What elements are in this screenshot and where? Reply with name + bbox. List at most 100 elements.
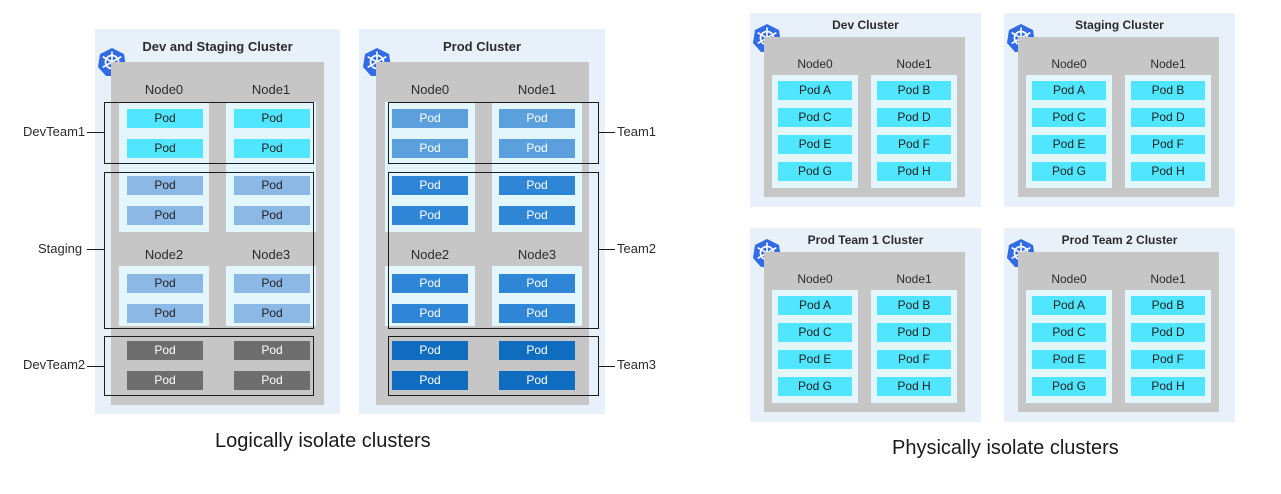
pod: Pod: [499, 274, 575, 293]
pod: Pod: [127, 206, 203, 225]
pod: Pod H: [1131, 377, 1205, 396]
pod: Pod: [392, 139, 468, 158]
node-bg: Pod A Pod C Pod E Pod G: [1026, 75, 1112, 188]
pod: Pod G: [1032, 377, 1106, 396]
pod: Pod: [127, 274, 203, 293]
pod: Pod: [127, 304, 203, 323]
group-box-devteam1: [104, 102, 314, 164]
pod: Pod F: [1131, 135, 1205, 154]
pod: Pod G: [778, 377, 852, 396]
pod: Pod: [234, 139, 310, 158]
pod: Pod E: [778, 135, 852, 154]
cluster-title: Dev Cluster: [832, 18, 899, 32]
pod: Pod: [392, 109, 468, 128]
pod: Pod B: [1131, 296, 1205, 315]
pod: Pod: [499, 304, 575, 323]
pod: Pod: [392, 341, 468, 360]
node-label: Node3: [251, 247, 291, 262]
node-label: Node3: [517, 247, 557, 262]
caption-physical: Physically isolate clusters: [892, 437, 1119, 459]
pod: Pod: [392, 176, 468, 195]
pod: Pod: [234, 341, 310, 360]
pod: Pod E: [1032, 350, 1106, 369]
pod: Pod: [392, 274, 468, 293]
pod: Pod: [234, 109, 310, 128]
group-box-staging: [104, 172, 314, 329]
pod: Pod C: [778, 323, 852, 342]
pod: Pod D: [877, 323, 951, 342]
pod: Pod H: [1131, 162, 1205, 181]
pod: Pod C: [778, 108, 852, 127]
pod: Pod G: [778, 162, 852, 181]
pod: Pod D: [877, 108, 951, 127]
pod: Pod: [499, 176, 575, 195]
pod: Pod D: [1131, 108, 1205, 127]
pod: Pod A: [778, 81, 852, 100]
node-label: Node2: [410, 247, 450, 262]
node-label: Node1: [896, 57, 932, 71]
connector-line: [87, 132, 104, 133]
pod: Pod: [127, 341, 203, 360]
pod: Pod E: [1032, 135, 1106, 154]
node-label: Node0: [410, 82, 450, 97]
pod: Pod H: [877, 162, 951, 181]
node-label: Node0: [1051, 272, 1087, 286]
connector-line: [599, 366, 615, 367]
node-bg: Pod B Pod D Pod F Pod H: [871, 290, 957, 403]
cluster-title: Prod Team 2 Cluster: [1061, 233, 1178, 247]
pod: Pod G: [1032, 162, 1106, 181]
group-label-team2: Team2: [617, 241, 657, 256]
pod: Pod: [499, 341, 575, 360]
connector-line: [599, 249, 615, 250]
pod: Pod: [392, 206, 468, 225]
pod: Pod: [499, 206, 575, 225]
pod: Pod D: [1131, 323, 1205, 342]
pod: Pod: [234, 371, 310, 390]
pod: Pod F: [877, 350, 951, 369]
pod: Pod: [127, 371, 203, 390]
node-label: Node1: [251, 82, 291, 97]
pod: Pod A: [778, 296, 852, 315]
connector-line: [87, 366, 104, 367]
node-label: Node2: [144, 247, 184, 262]
pod: Pod C: [1032, 108, 1106, 127]
connector-line: [599, 132, 615, 133]
node-label: Node1: [896, 272, 932, 286]
group-box-devteam2: [104, 336, 314, 396]
group-label-devteam1: DevTeam1: [23, 124, 86, 139]
pod: Pod B: [877, 81, 951, 100]
node-label: Node0: [1051, 57, 1087, 71]
node-bg: Pod B Pod D Pod F Pod H: [1125, 290, 1211, 403]
pod: Pod: [499, 139, 575, 158]
node-label: Node0: [797, 57, 833, 71]
pod: Pod C: [1032, 323, 1106, 342]
group-label-team3: Team3: [617, 357, 657, 372]
pod: Pod B: [877, 296, 951, 315]
pod: Pod: [234, 176, 310, 195]
pod: Pod: [127, 139, 203, 158]
group-box-team2: [388, 172, 599, 329]
prod-cluster: Prod Cluster Node0 Node1 Node2 Node3 Pod…: [359, 29, 605, 414]
pod: Pod: [499, 371, 575, 390]
pod: Pod: [127, 176, 203, 195]
group-label-team1: Team1: [617, 124, 657, 139]
pod: Pod F: [1131, 350, 1205, 369]
pod: Pod: [127, 109, 203, 128]
group-box-team1: [388, 102, 599, 164]
pod: Pod: [234, 206, 310, 225]
pod: Pod: [499, 109, 575, 128]
pod: Pod A: [1032, 81, 1106, 100]
node-label: Node1: [1150, 57, 1186, 71]
node-bg: Pod A Pod C Pod E Pod G: [772, 75, 858, 188]
pod: Pod H: [877, 377, 951, 396]
